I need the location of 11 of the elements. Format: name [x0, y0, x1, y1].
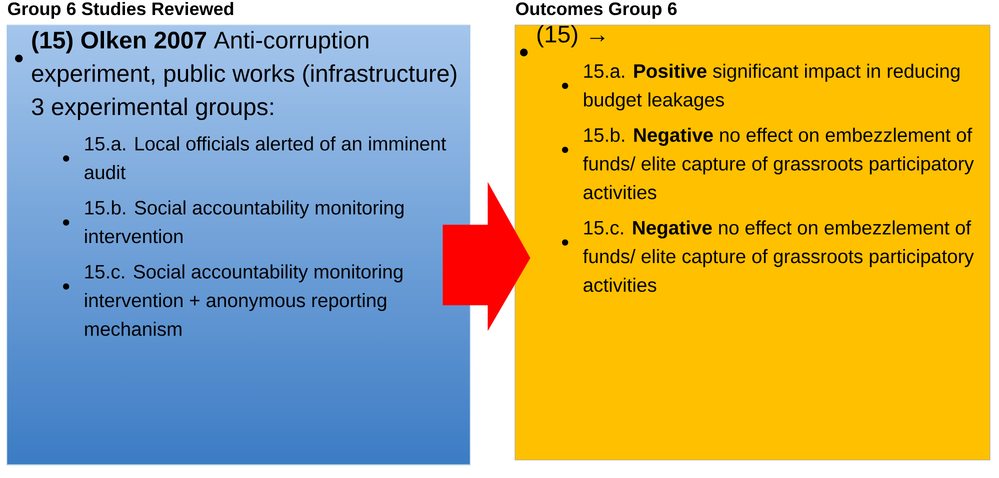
bullet-item: 15.c. Negative no effect on embezzlement of funds/ elite capture of grassroots participatory activities	[583, 220, 974, 292]
text-panel	[6, 2, 470, 466]
bullet-item: 15.c. Social accountability monitoring intervention + anonymous reporting mechanism	[85, 264, 402, 336]
text-panel	[514, 2, 990, 460]
bullet-item: 15.a. Local officials alerted of an imminent audit	[84, 136, 446, 180]
bullet-item: (15) →	[538, 25, 604, 48]
heading: Group 6 Studies Reviewed	[8, 2, 234, 19]
heading: Outcomes Group 6	[516, 2, 677, 19]
block-arrow	[442, 182, 530, 331]
bullet-item: (15) Olken 2007 Anti-corruption experiment, public works (infrastructure) 3 experimental groups:	[32, 31, 456, 120]
bullet-item: 15.b. Social accountability monitoring intervention	[85, 200, 404, 244]
